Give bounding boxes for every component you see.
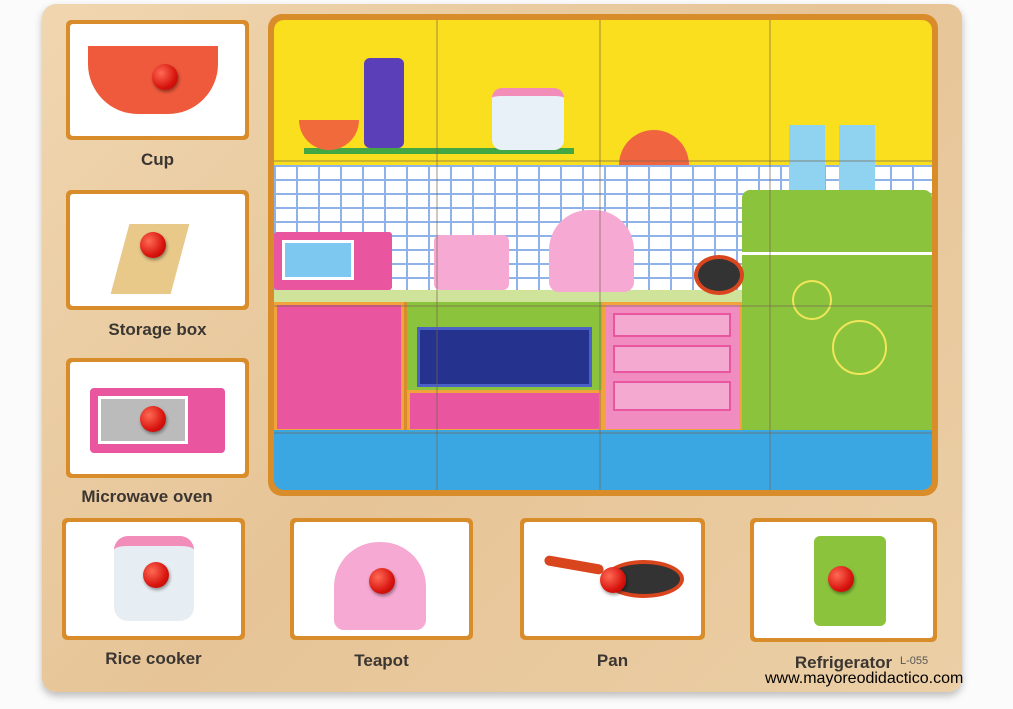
tissue-box (434, 235, 509, 290)
pan-label: Pan (596, 651, 629, 670)
rice-cooker-illustration (492, 88, 564, 150)
refrigerator-label: Refrigerator (794, 653, 893, 672)
teapot-piece-slot[interactable] (290, 518, 473, 640)
knob-handle[interactable] (828, 566, 854, 592)
knob-handle[interactable] (152, 64, 178, 90)
microwave-piece-slot[interactable] (66, 358, 249, 478)
pan-illustration (694, 255, 744, 295)
storage-box-piece-slot[interactable] (66, 190, 249, 310)
kitchen-jigsaw-puzzle (268, 14, 938, 496)
shelf (304, 148, 574, 154)
microwave-illustration (274, 232, 392, 290)
teapot-label: Teapot (354, 651, 409, 670)
microwave-oven-label: Microwave oven (81, 487, 213, 506)
mugs-illustration (364, 58, 404, 148)
left-cabinet (274, 302, 404, 432)
rice-cooker-piece-slot[interactable] (62, 518, 245, 640)
teapot-illustration (549, 210, 634, 292)
cup-label: Cup (140, 150, 175, 169)
cup-piece-slot[interactable] (66, 20, 249, 140)
knob-handle[interactable] (600, 567, 626, 593)
vase (789, 125, 825, 190)
drawers (602, 302, 742, 432)
pan-piece-slot[interactable] (520, 518, 705, 640)
oven (407, 302, 602, 432)
knob-handle[interactable] (140, 406, 166, 432)
model-code: L-055 (900, 655, 929, 667)
storage-box-label: Storage box (108, 320, 207, 339)
knob-handle[interactable] (143, 562, 169, 588)
knob-handle[interactable] (140, 232, 166, 258)
refrigerator-illustration (742, 190, 932, 435)
floor (274, 430, 932, 490)
rice-cooker-label: Rice cooker (105, 649, 202, 668)
knob-handle[interactable] (369, 568, 395, 594)
refrigerator-piece-slot[interactable] (750, 518, 937, 642)
vase (839, 125, 875, 190)
pan-handle-icon (543, 554, 605, 576)
watermark-url: www.mayoreodidactico.com (765, 670, 964, 687)
